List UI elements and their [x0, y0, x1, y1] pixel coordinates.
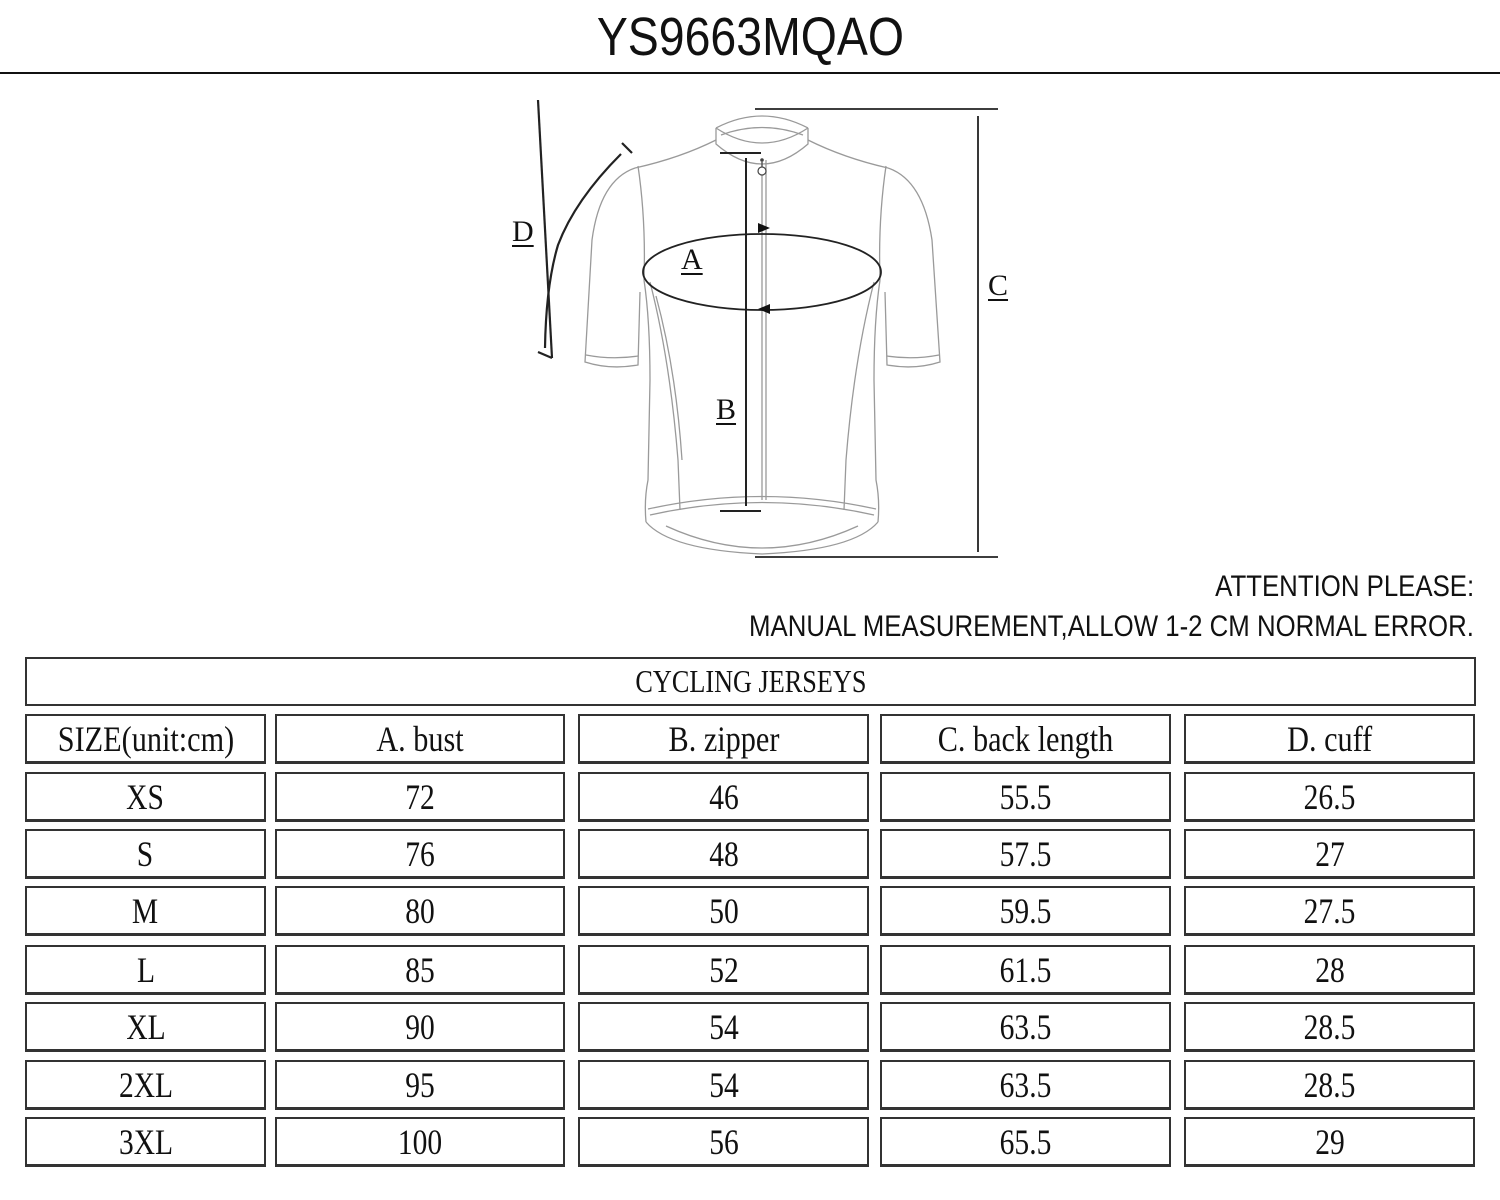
table-cell-cuff: 28.5: [1184, 1002, 1475, 1052]
table-row-size-cell: L: [25, 945, 266, 995]
jersey-measurement-diagram: D A B C: [500, 99, 1020, 570]
table-cell-value: 61.5: [999, 949, 1052, 990]
table-cell-value: 57.5: [999, 833, 1052, 874]
table-cell-value: 48: [708, 833, 739, 874]
table-cell-cuff: 27.5: [1184, 886, 1475, 936]
table-cell-bust: 72: [275, 772, 565, 822]
table-cell-zipper: 48: [578, 829, 869, 879]
title-divider: [0, 72, 1500, 74]
column-header-back-length: C. back length: [880, 714, 1171, 764]
column-header-label: A. bust: [376, 718, 464, 759]
measurement-label-d: D: [512, 215, 534, 248]
table-cell-bust: 80: [275, 886, 565, 936]
table-cell-cuff: 28: [1184, 945, 1475, 995]
table-cell-value: 46: [708, 776, 739, 817]
table-cell-value: 28.5: [1303, 1006, 1356, 1047]
table-row-size-cell: 2XL: [25, 1060, 266, 1110]
table-cell-cuff: 29: [1184, 1117, 1475, 1167]
table-cell-value: L: [136, 949, 155, 990]
table-cell-back-length: 63.5: [880, 1002, 1171, 1052]
column-header-label: D. cuff: [1286, 718, 1373, 759]
table-cell-bust: 100: [275, 1117, 565, 1167]
table-cell-value: 27.5: [1303, 890, 1356, 931]
table-cell-value: S: [137, 833, 154, 874]
table-cell-value: XL: [125, 1006, 166, 1047]
table-cell-value: 95: [405, 1064, 435, 1105]
table-cell-zipper: 46: [578, 772, 869, 822]
table-cell-zipper: 50: [578, 886, 869, 936]
column-header-label: SIZE(unit:cm): [57, 718, 234, 759]
table-cell-bust: 90: [275, 1002, 565, 1052]
column-header-label: B. zipper: [668, 718, 779, 759]
product-code-title: YS9663MQAO: [596, 7, 904, 67]
table-cell-value: 29: [1314, 1121, 1345, 1162]
table-cell-zipper: 54: [578, 1002, 869, 1052]
table-cell-bust: 76: [275, 829, 565, 879]
table-cell-value: 54: [708, 1006, 739, 1047]
table-cell-value: XS: [126, 776, 165, 817]
table-cell-value: 72: [405, 776, 435, 817]
table-cell-value: 65.5: [999, 1121, 1052, 1162]
table-cell-value: 90: [405, 1006, 435, 1047]
table-row-size-cell: XL: [25, 1002, 266, 1052]
table-cell-zipper: 52: [578, 945, 869, 995]
table-cell-value: 63.5: [999, 1064, 1052, 1105]
table-cell-value: 100: [397, 1121, 443, 1162]
table-cell-value: 28: [1314, 949, 1345, 990]
table-cell-back-length: 59.5: [880, 886, 1171, 936]
table-row-size-cell: S: [25, 829, 266, 879]
table-row-size-cell: XS: [25, 772, 266, 822]
jersey-outline-icon: [536, 99, 998, 558]
table-cell-value: 55.5: [999, 776, 1052, 817]
table-cell-value: 3XL: [118, 1121, 173, 1162]
table-cell-value: 76: [405, 833, 435, 874]
table-cell-value: 52: [708, 949, 739, 990]
measurement-label-a: A: [681, 243, 703, 276]
measurement-disclaimer: MANUAL MEASUREMENT,ALLOW 1-2 CM NORMAL E…: [749, 610, 1474, 643]
table-cell-value: 59.5: [999, 890, 1052, 931]
table-cell-value: 2XL: [118, 1064, 173, 1105]
table-cell-cuff: 27: [1184, 829, 1475, 879]
table-cell-value: 26.5: [1303, 776, 1356, 817]
table-cell-back-length: 57.5: [880, 829, 1171, 879]
column-header-zipper: B. zipper: [578, 714, 869, 764]
table-cell-value: 50: [708, 890, 739, 931]
table-cell-value: M: [132, 890, 159, 931]
table-cell-zipper: 54: [578, 1060, 869, 1110]
table-cell-bust: 85: [275, 945, 565, 995]
size-table-title-text: CYCLING JERSEYS: [634, 663, 867, 699]
size-table-title: CYCLING JERSEYS: [25, 657, 1476, 706]
attention-heading: ATTENTION PLEASE:: [1214, 570, 1474, 603]
column-header-label: C. back length: [937, 718, 1114, 759]
table-cell-back-length: 65.5: [880, 1117, 1171, 1167]
table-cell-back-length: 63.5: [880, 1060, 1171, 1110]
table-cell-cuff: 28.5: [1184, 1060, 1475, 1110]
table-cell-cuff: 26.5: [1184, 772, 1475, 822]
column-header-cuff: D. cuff: [1184, 714, 1475, 764]
table-cell-zipper: 56: [578, 1117, 869, 1167]
table-cell-value: 56: [708, 1121, 739, 1162]
table-cell-bust: 95: [275, 1060, 565, 1110]
table-cell-value: 85: [405, 949, 435, 990]
table-cell-value: 27: [1314, 833, 1345, 874]
column-header-size: SIZE(unit:cm): [25, 714, 266, 764]
table-cell-back-length: 61.5: [880, 945, 1171, 995]
table-cell-back-length: 55.5: [880, 772, 1171, 822]
table-row-size-cell: M: [25, 886, 266, 936]
measurement-label-b: B: [716, 393, 737, 426]
table-cell-value: 54: [708, 1064, 739, 1105]
table-cell-value: 28.5: [1303, 1064, 1356, 1105]
table-row-size-cell: 3XL: [25, 1117, 266, 1167]
column-header-bust: A. bust: [275, 714, 565, 764]
table-cell-value: 63.5: [999, 1006, 1052, 1047]
table-cell-value: 80: [405, 890, 435, 931]
measurement-label-c: C: [988, 269, 1009, 302]
